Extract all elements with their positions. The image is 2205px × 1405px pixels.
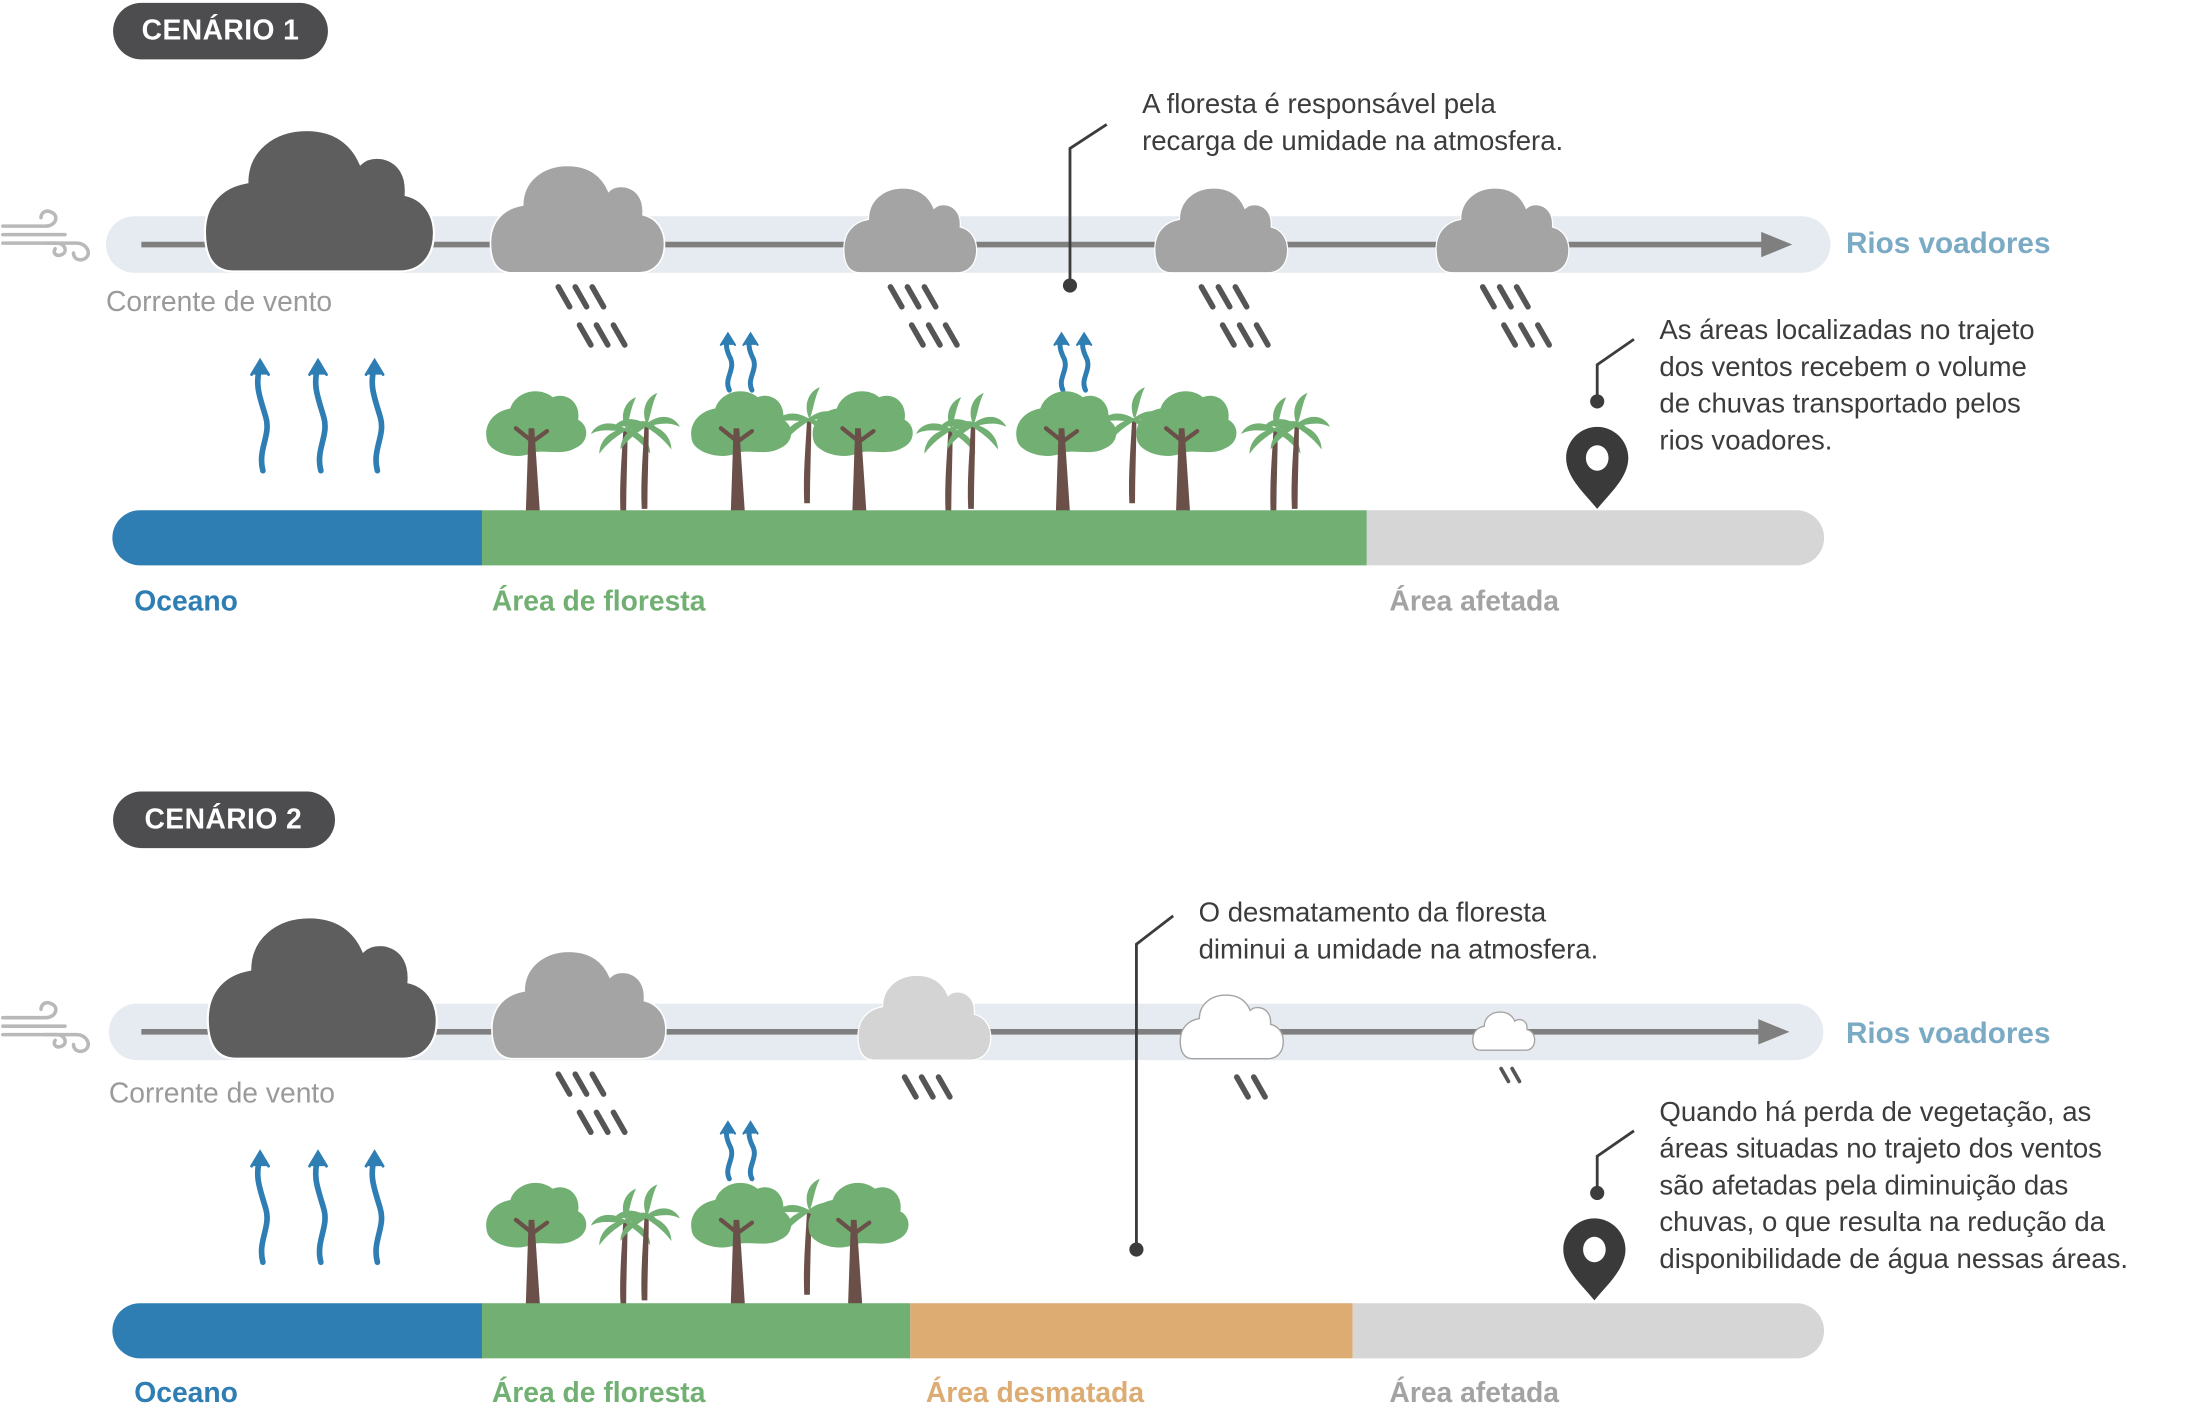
rain-icon bbox=[558, 1074, 624, 1132]
cloud-icon bbox=[489, 164, 666, 274]
cloud-icon bbox=[843, 187, 978, 274]
tree-icon bbox=[808, 1183, 908, 1305]
evaporation-arrow-icon bbox=[252, 1152, 269, 1262]
arrow-head-icon bbox=[1761, 231, 1793, 258]
tree-icon bbox=[1016, 391, 1116, 513]
callout-right-text: Quando há perda de vegetação, as áreas s… bbox=[1659, 1096, 2128, 1274]
segment-label-deforested: Área desmatada bbox=[926, 1376, 1145, 1405]
cloud-icon bbox=[857, 974, 992, 1061]
evaporation-arrow-icon bbox=[252, 360, 269, 470]
location-pin-icon bbox=[1566, 426, 1629, 509]
callout-top-text: O desmatamento da floresta diminui a umi… bbox=[1199, 897, 1599, 965]
rios-voadores-label: Rios voadores bbox=[1846, 1017, 2050, 1050]
forest-segment bbox=[481, 1303, 911, 1359]
scenario-1: CENÁRIO 1 Rios voadores Corrente de vent… bbox=[1, 2, 2050, 617]
wind-icon bbox=[1, 1000, 91, 1054]
rain-icon bbox=[905, 1077, 950, 1097]
segment-label-affected: Área afetada bbox=[1389, 1376, 1559, 1405]
evaporation-arrow-icon bbox=[1054, 334, 1068, 391]
ocean-segment bbox=[112, 510, 482, 566]
callout-leader-line bbox=[1135, 914, 1175, 1250]
rain-icon bbox=[1237, 1077, 1265, 1097]
wind-current-label: Corrente de vento bbox=[106, 285, 332, 317]
affected-segment bbox=[1352, 1303, 1825, 1359]
tree-icon bbox=[1136, 391, 1236, 513]
cloud-icon bbox=[206, 916, 438, 1060]
callout-dot bbox=[1129, 1242, 1144, 1257]
evaporation-arrow-icon bbox=[310, 1152, 327, 1262]
affected-segment bbox=[1366, 510, 1825, 566]
wind-current-label: Corrente de vento bbox=[109, 1077, 335, 1109]
badge-label: CENÁRIO 1 bbox=[142, 14, 300, 46]
callout-leader-line bbox=[1068, 123, 1108, 286]
forest-trees bbox=[486, 387, 1331, 513]
callout-leader-line bbox=[1595, 338, 1635, 402]
rain-icon bbox=[1499, 1066, 1522, 1084]
evaporation-arrow-icon bbox=[721, 1122, 735, 1179]
arrow-head-icon bbox=[1758, 1019, 1790, 1045]
forest-trees bbox=[486, 1178, 908, 1305]
segment-label-affected: Área afetada bbox=[1389, 585, 1559, 617]
tree-icon bbox=[486, 1183, 586, 1305]
cloud-icon bbox=[1154, 187, 1289, 274]
rain-icon bbox=[1201, 287, 1267, 345]
tree-icon bbox=[813, 391, 913, 513]
cloud-icon bbox=[491, 950, 667, 1060]
callout-right-text: As áreas localizadas no trajeto dos vent… bbox=[1659, 314, 2042, 455]
terrain-bar bbox=[112, 510, 1825, 566]
tree-icon bbox=[691, 391, 791, 513]
evaporation-arrow-icon bbox=[310, 360, 327, 470]
segment-label-ocean: Oceano bbox=[134, 585, 238, 617]
rios-voadores-label: Rios voadores bbox=[1846, 227, 2050, 260]
callout-dot bbox=[1062, 278, 1078, 293]
scenario-badge: CENÁRIO 1 bbox=[113, 2, 328, 60]
cloud-icon bbox=[1435, 187, 1570, 274]
evaporation-arrow-icon bbox=[366, 360, 383, 470]
badge-background bbox=[113, 791, 335, 849]
tree-icon bbox=[486, 391, 586, 513]
evaporation-arrow-icon bbox=[721, 334, 735, 391]
segment-label-ocean: Oceano bbox=[134, 1376, 238, 1405]
segment-label-forest: Área de floresta bbox=[492, 1376, 706, 1405]
badge-label: CENÁRIO 2 bbox=[144, 802, 302, 834]
cloud-icon bbox=[203, 128, 435, 273]
rain-icon bbox=[890, 287, 956, 345]
callout-dot bbox=[1590, 1185, 1605, 1201]
forest-segment bbox=[481, 510, 1367, 566]
evaporation-arrow-icon bbox=[743, 334, 757, 391]
terrain-bar bbox=[112, 1303, 1825, 1359]
tree-icon bbox=[691, 1183, 791, 1305]
segment-label-forest: Área de floresta bbox=[492, 585, 706, 617]
wind-icon bbox=[1, 209, 91, 262]
rain-icon bbox=[558, 287, 624, 345]
scenario-badge: CENÁRIO 2 bbox=[113, 791, 335, 849]
callout-top-text: A floresta é responsável pela recarga de… bbox=[1142, 88, 1563, 156]
location-pin-icon bbox=[1563, 1218, 1626, 1301]
rain-icon bbox=[1483, 287, 1549, 345]
deforested-segment bbox=[910, 1303, 1353, 1359]
callout-dot bbox=[1590, 394, 1605, 409]
evaporation-arrow-icon bbox=[366, 1152, 383, 1262]
evaporation-arrow-icon bbox=[743, 1122, 757, 1179]
scenario-2: CENÁRIO 2 Rios voadores Corrente de vent… bbox=[1, 791, 2128, 1405]
ocean-segment bbox=[112, 1303, 482, 1359]
evaporation-arrow-icon bbox=[1077, 334, 1091, 391]
callout-leader-line bbox=[1595, 1129, 1635, 1193]
badge-background bbox=[113, 2, 328, 60]
